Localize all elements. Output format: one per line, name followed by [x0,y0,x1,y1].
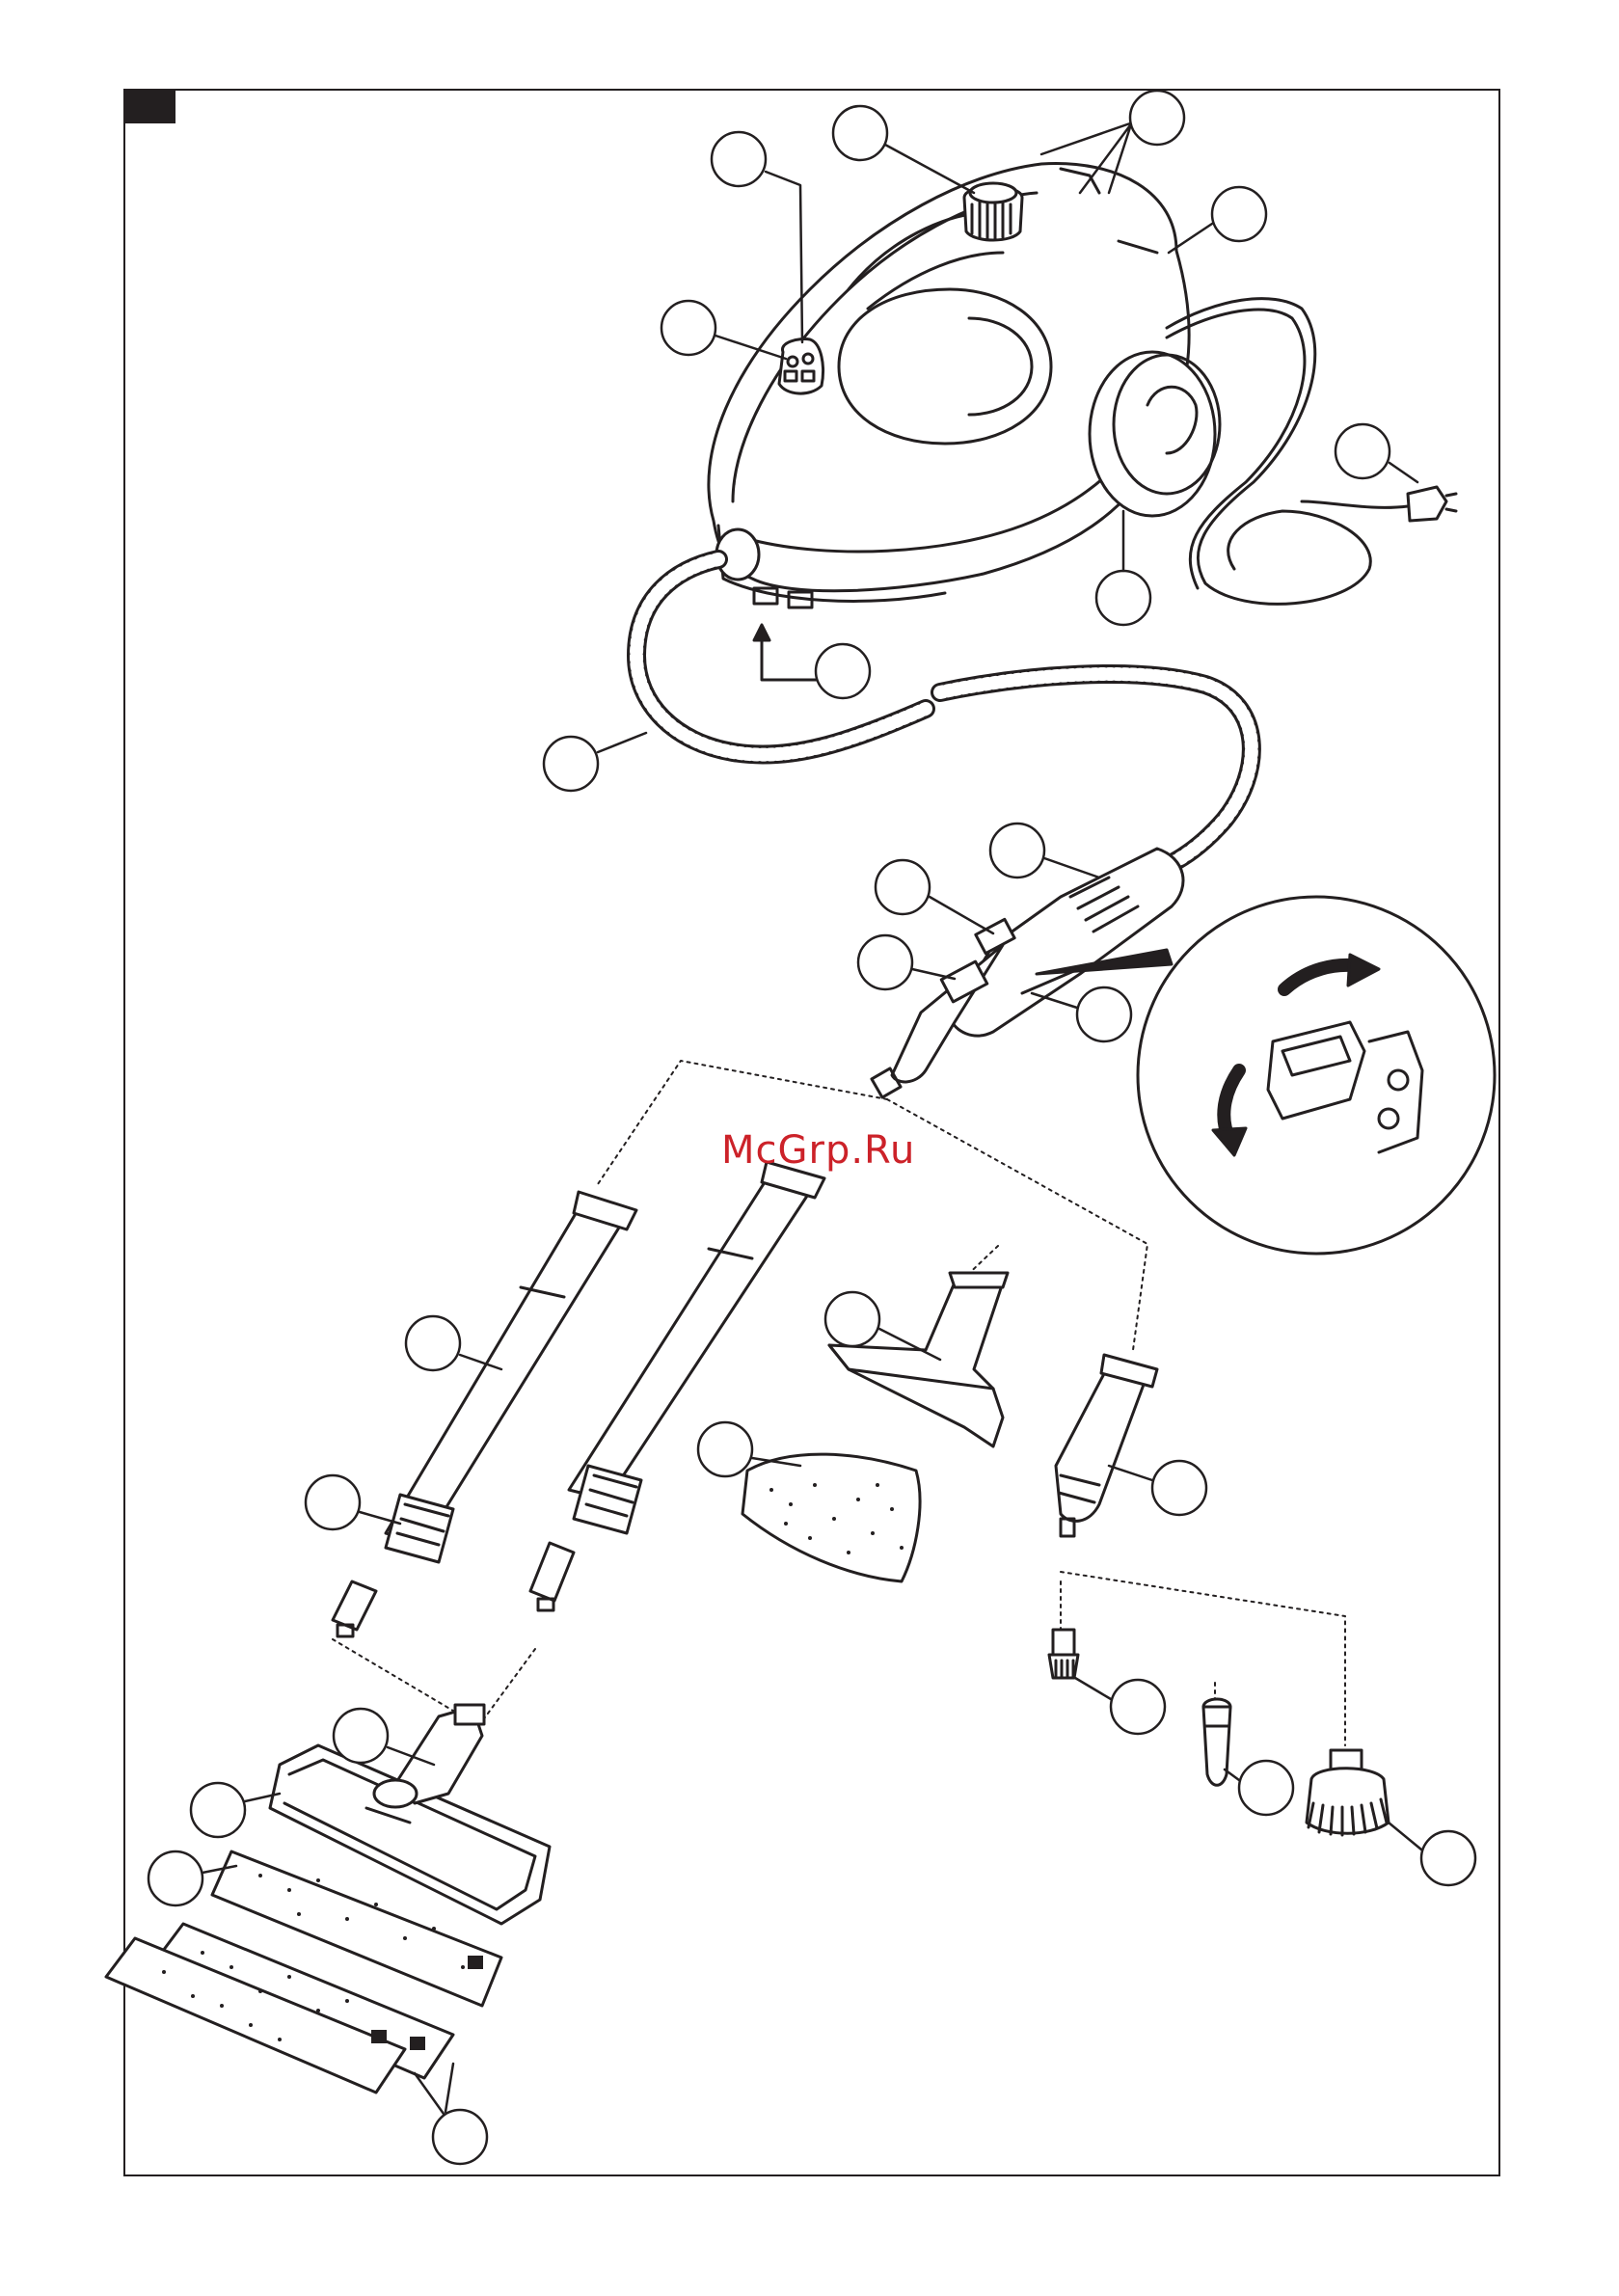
steam-hose [636,559,1252,873]
callout-marker [1109,1461,1206,1515]
wheel [1090,352,1220,516]
callout-marker [1225,1761,1293,1815]
detail-nozzle [1056,1355,1157,1536]
callout-marker [990,824,1099,878]
watermark-text: McGrp.Ru [721,1128,915,1173]
callout-marker [306,1475,400,1529]
callout-marker [876,860,993,933]
round-brush-small [1049,1630,1078,1678]
callout-marker [816,644,870,698]
callout-marker [191,1783,280,1837]
callout-marker [858,935,955,989]
callout-marker [1169,187,1266,253]
hand-nozzle-cover [742,1454,920,1581]
extension-tube-latch [530,1466,641,1610]
callout-marker [1336,424,1417,482]
callout-marker [1389,1823,1475,1885]
control-lamps [779,339,823,393]
callout-marker [833,106,974,193]
callout-marker [544,733,646,791]
callout-marker [1096,511,1150,625]
round-brush-large [1307,1750,1389,1835]
callout-marker [1075,1678,1165,1734]
